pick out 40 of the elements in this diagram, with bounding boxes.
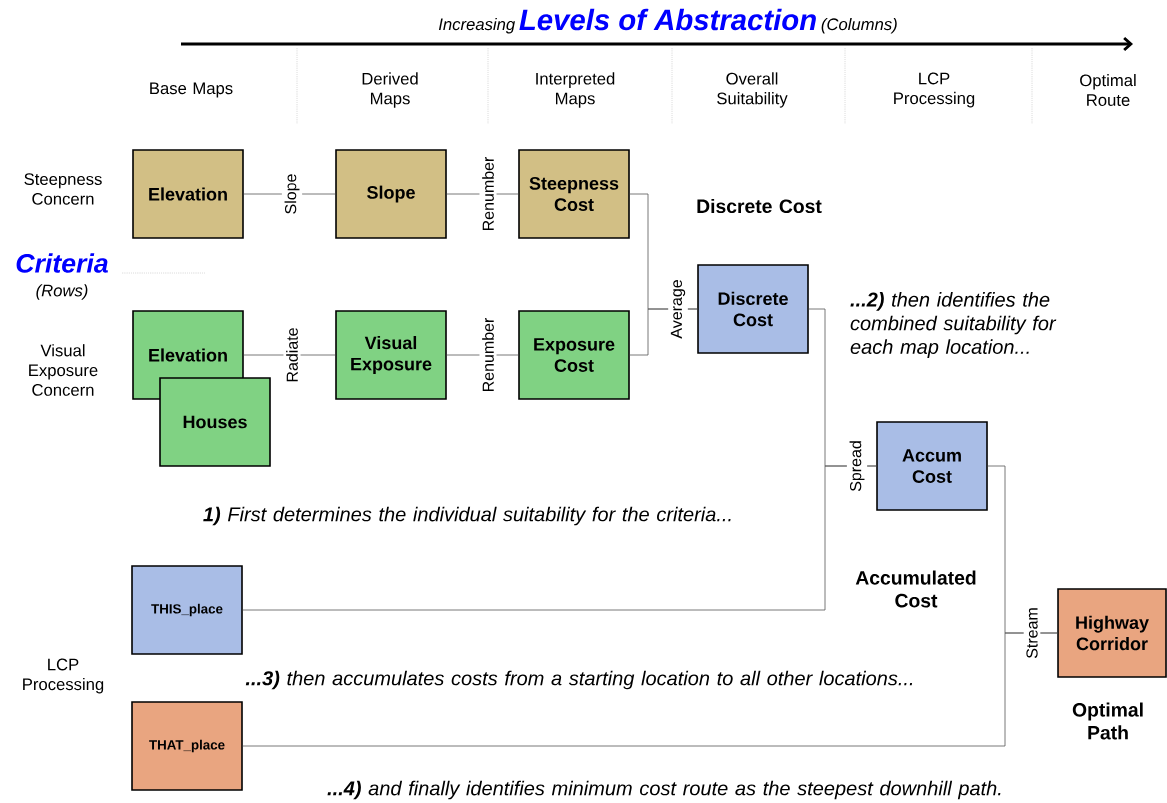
note-text: ...3) then accumulates costs from a starting location to all other locations...	[245, 670, 913, 690]
note-text: ...4) and finally identifies minimum cost route as the steepest downhill path.	[327, 780, 1001, 800]
row-heading: Criteria	[16, 253, 108, 273]
axis-label: Base Maps	[150, 82, 233, 98]
map-box: THIS_place	[131, 565, 243, 655]
edge-label: Radiate	[283, 324, 301, 386]
edge-label: Renumber	[479, 315, 497, 395]
edge-label: Spread	[846, 437, 868, 495]
map-box: Slope	[335, 149, 447, 239]
map-box: Elevation	[132, 149, 244, 239]
axis-label: Interpreted Maps	[536, 72, 615, 108]
map-box: Discrete Cost	[697, 264, 809, 354]
edge-label: Slope	[281, 170, 303, 218]
axis-label: Derived Maps	[362, 72, 418, 108]
axis-label: Overall Suitability	[717, 72, 788, 108]
map-box: Accum Cost	[876, 421, 988, 511]
edge-label: Renumber	[479, 154, 497, 234]
map-box: Visual Exposure	[335, 310, 447, 400]
axis-label: Steepness Concern	[24, 173, 102, 205]
connector-line	[242, 465, 877, 611]
section-heading: Optimal Path	[1072, 702, 1143, 740]
axis-label: Optimal Route	[1080, 74, 1136, 106]
axis-label: (Rows)	[36, 284, 88, 300]
connector-line	[242, 632, 1058, 747]
note-text: ...2) then identifies the combined suitability for each map location...	[850, 292, 1057, 358]
section-heading: Discrete Cost	[697, 198, 822, 214]
axis-label: LCP Processing	[894, 72, 975, 108]
section-heading: Accumulated Cost	[855, 570, 976, 608]
edge-label: Stream	[1023, 604, 1041, 662]
connector-line	[243, 354, 336, 356]
map-box: THAT_place	[131, 701, 243, 791]
map-box: Highway Corridor	[1057, 588, 1167, 678]
connector-line	[243, 193, 336, 195]
map-box: Exposure Cost	[518, 310, 630, 400]
edge-label: Average	[668, 276, 688, 342]
axis-label: LCP Processing	[23, 658, 104, 694]
map-box: Houses	[159, 377, 271, 467]
axis-label: Visual Exposure Concern	[29, 344, 98, 396]
map-box: Steepness Cost	[518, 149, 630, 239]
note-text: 1) First determines the individual suitability for the criteria...	[203, 506, 731, 526]
